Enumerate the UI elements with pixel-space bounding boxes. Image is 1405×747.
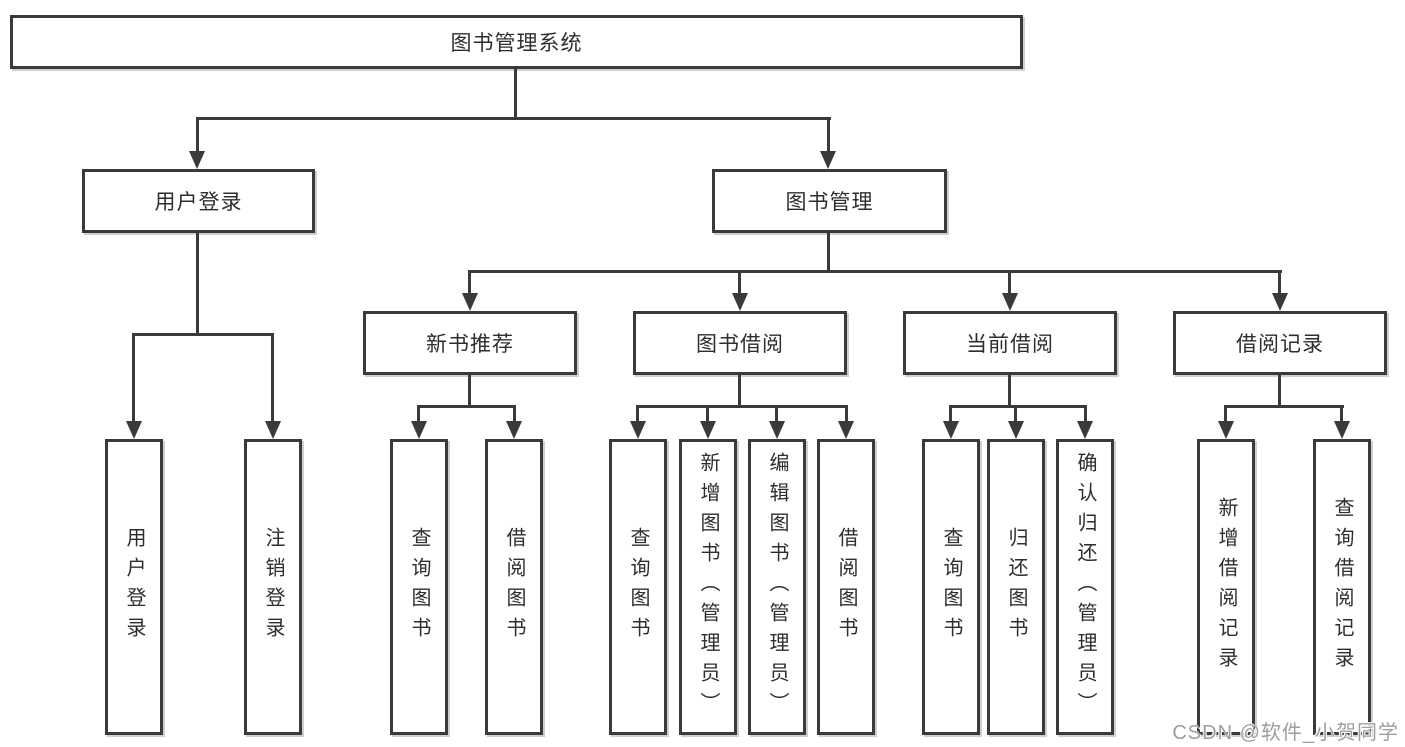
node-label: 借阅图书 xyxy=(835,527,857,647)
node-current-borrowing: 当前借阅 xyxy=(903,311,1117,375)
connector-arrowhead-down xyxy=(1334,421,1350,439)
connector-vline xyxy=(132,333,135,421)
connector-vline xyxy=(1008,375,1011,408)
node-label: 查询图书 xyxy=(408,527,430,647)
connector-vline xyxy=(417,405,420,423)
connector-vline xyxy=(827,117,830,153)
connector-vline xyxy=(271,333,274,421)
connector-vline xyxy=(738,375,741,408)
node-label: 图书借阅 xyxy=(696,333,784,356)
connector-arrowhead-down xyxy=(769,421,785,439)
node-label: 确认归还（管理员） xyxy=(1074,452,1096,722)
connector-vline xyxy=(636,405,639,423)
connector-hline xyxy=(196,117,831,120)
node-label: 查询图书 xyxy=(940,527,962,647)
connector-arrowhead-down xyxy=(1002,293,1018,311)
node-label: 查询借阅记录 xyxy=(1331,497,1353,677)
node-label: 图书管理 xyxy=(785,191,874,214)
connector-arrowhead-down xyxy=(820,151,836,169)
connector-arrowhead-down xyxy=(1272,293,1288,311)
connector-hline xyxy=(1224,405,1344,408)
connector-arrowhead-down xyxy=(1218,421,1234,439)
connector-vline xyxy=(468,375,471,408)
leaf-query-books-recommendation: 查询图书 xyxy=(390,439,448,735)
leaf-add-borrow-record: 新增借阅记录 xyxy=(1197,439,1255,735)
node-label: 当前借阅 xyxy=(966,333,1054,356)
node-book-management: 图书管理 xyxy=(712,169,947,233)
node-label: 归还图书 xyxy=(1005,527,1027,647)
node-library-management-system: 图书管理系统 xyxy=(10,15,1023,69)
leaf-logout: 注销登录 xyxy=(244,439,302,735)
connector-arrowhead-down xyxy=(462,293,478,311)
node-label: 查询图书 xyxy=(627,527,649,647)
connector-vline xyxy=(513,405,516,423)
node-book-borrowing: 图书借阅 xyxy=(633,311,847,375)
connector-arrowhead-down xyxy=(189,151,205,169)
connector-arrowhead-down xyxy=(732,293,748,311)
leaf-user-login: 用户登录 xyxy=(105,439,163,735)
connector-vline xyxy=(196,117,199,153)
node-user-login: 用户登录 xyxy=(82,169,315,233)
connector-arrowhead-down xyxy=(1008,421,1024,439)
connector-vline xyxy=(1340,405,1343,423)
node-label: 新增图书（管理员） xyxy=(697,452,719,722)
connector-arrowhead-down xyxy=(943,421,959,439)
node-new-book-recommendation: 新书推荐 xyxy=(363,311,577,375)
connector-vline xyxy=(514,69,517,119)
connector-hline xyxy=(468,270,1282,273)
node-label: 编辑图书（管理员） xyxy=(766,452,788,722)
connector-vline xyxy=(738,270,741,295)
connector-hline xyxy=(636,405,848,408)
connector-vline xyxy=(1224,405,1227,423)
node-label: 新增借阅记录 xyxy=(1215,497,1237,677)
connector-vline xyxy=(845,405,848,423)
node-label: 新书推荐 xyxy=(426,333,514,356)
connector-vline xyxy=(775,405,778,423)
connector-vline xyxy=(1008,270,1011,295)
connector-arrowhead-down xyxy=(126,421,142,439)
leaf-add-books-admin: 新增图书（管理员） xyxy=(679,439,737,735)
leaf-query-books-borrowing: 查询图书 xyxy=(609,439,667,735)
leaf-borrow-books: 借阅图书 xyxy=(817,439,875,735)
node-label: 用户登录 xyxy=(123,527,145,647)
connector-hline xyxy=(132,333,274,336)
node-label: 注销登录 xyxy=(262,527,284,647)
connector-arrowhead-down xyxy=(700,421,716,439)
leaf-confirm-return-admin: 确认归还（管理员） xyxy=(1056,439,1114,735)
leaf-borrow-books-recommendation: 借阅图书 xyxy=(485,439,543,735)
connector-vline xyxy=(949,405,952,423)
connector-arrowhead-down xyxy=(838,421,854,439)
leaf-return-books: 归还图书 xyxy=(987,439,1045,735)
connector-vline xyxy=(468,270,471,295)
leaf-query-books-current: 查询图书 xyxy=(922,439,980,735)
connector-arrowhead-down xyxy=(265,421,281,439)
node-label: 借阅图书 xyxy=(503,527,525,647)
connector-vline xyxy=(1014,405,1017,423)
node-borrowing-records: 借阅记录 xyxy=(1173,311,1387,375)
connector-vline xyxy=(1084,405,1087,423)
connector-arrowhead-down xyxy=(506,421,522,439)
connector-vline xyxy=(1278,375,1281,408)
connector-vline xyxy=(706,405,709,423)
leaf-query-borrow-record: 查询借阅记录 xyxy=(1313,439,1371,735)
node-label: 图书管理系统 xyxy=(450,32,583,55)
connector-hline xyxy=(417,405,516,408)
connector-hline xyxy=(949,405,1087,408)
leaf-edit-books-admin: 编辑图书（管理员） xyxy=(748,439,806,735)
connector-vline xyxy=(1278,270,1281,295)
csdn-watermark: CSDN @软件_小贺同学 xyxy=(1172,722,1399,744)
node-label: 借阅记录 xyxy=(1236,333,1324,356)
connector-vline xyxy=(827,233,830,273)
connector-vline xyxy=(196,233,199,336)
node-label: 用户登录 xyxy=(154,191,243,214)
connector-arrowhead-down xyxy=(1077,421,1093,439)
connector-arrowhead-down xyxy=(411,421,427,439)
connector-arrowhead-down xyxy=(630,421,646,439)
